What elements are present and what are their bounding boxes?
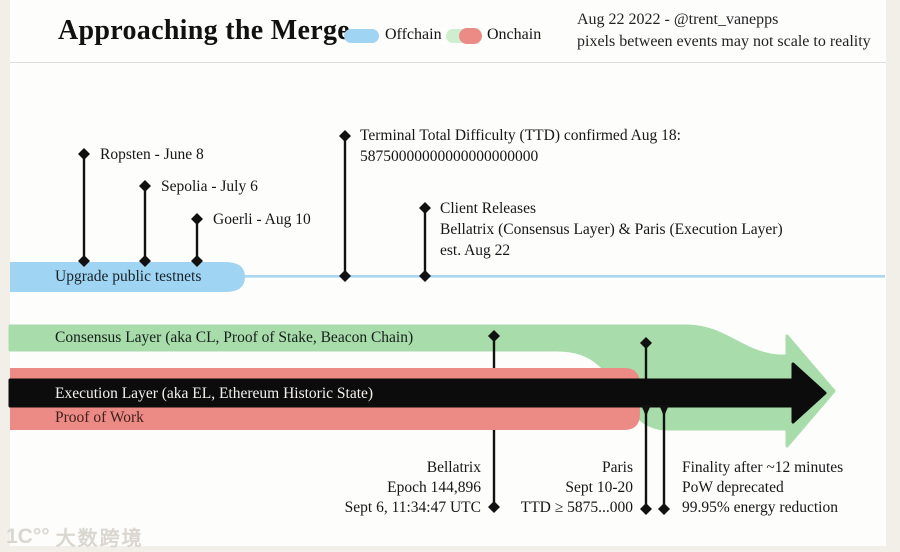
- event-sepolia: Sepolia - July 6: [161, 178, 258, 195]
- paris-ttd: TTD ≥ 5875...000: [520, 499, 633, 516]
- paris-date: Sept 10-20: [565, 479, 633, 496]
- event-ropsten: Ropsten - June 8: [100, 146, 204, 163]
- pow-band-label: Proof of Work: [55, 409, 144, 426]
- bottom-event-diamonds: [488, 330, 670, 515]
- watermark-logo-icon: 1C°°: [6, 524, 50, 548]
- page-title: Approaching the Merge: [58, 15, 350, 46]
- offchain-timeline-line: [243, 275, 885, 278]
- ttd-value: 58750000000000000000000: [360, 148, 539, 165]
- bellatrix-name: Bellatrix: [426, 459, 481, 476]
- event-finality: Finality after ~12 minutes PoW deprecate…: [682, 458, 843, 518]
- watermark-text: 大数跨境: [55, 528, 144, 550]
- event-client-releases: Client Releases Bellatrix (Consensus Lay…: [440, 198, 783, 261]
- event-ttd-confirmed: Terminal Total Difficulty (TTD) confirme…: [360, 125, 681, 167]
- offchain-legend-label: Offchain: [385, 26, 442, 43]
- finality-line3: 99.95% energy reduction: [682, 499, 838, 516]
- event-bellatrix: Bellatrix Epoch 144,896 Sept 6, 11:34:47…: [301, 458, 481, 518]
- onchain-legend-label: Onchain: [487, 26, 542, 43]
- stem-teardrops: [641, 405, 669, 417]
- ttd-line1: Terminal Total Difficulty (TTD) confirme…: [360, 127, 681, 144]
- bellatrix-time: Sept 6, 11:34:47 UTC: [344, 499, 481, 516]
- testnet-bar: [10, 262, 245, 292]
- execution-band-label: Execution Layer (aka EL, Ethereum Histor…: [55, 385, 374, 402]
- testnet-event-stems: [82, 139, 427, 276]
- testnet-bar-label: Upgrade public testnets: [55, 268, 202, 285]
- header-separator: [10, 62, 886, 63]
- bellatrix-epoch: Epoch 144,896: [387, 479, 481, 496]
- offchain-legend-swatch: [344, 29, 379, 43]
- consensus-band-label: Consensus Layer (aka CL, Proof of Stake,…: [55, 329, 414, 346]
- site-watermark: 1C°° 大数跨境: [6, 522, 144, 551]
- client-releases-line3: est. Aug 22: [440, 242, 511, 259]
- author-credit: Aug 22 2022 - @trent_vanepps: [577, 11, 779, 28]
- onchain-legend-swatch-red: [459, 28, 482, 44]
- finality-line2: PoW deprecated: [682, 479, 784, 496]
- testnet-event-diamonds: [78, 130, 431, 282]
- event-paris: Paris Sept 10-20 TTD ≥ 5875...000: [453, 458, 633, 518]
- consensus-layer-ribbon: [8, 324, 836, 448]
- event-goerli: Goerli - Aug 10: [213, 211, 311, 228]
- execution-layer-band: [8, 362, 827, 424]
- finality-line1: Finality after ~12 minutes: [682, 459, 844, 476]
- paris-name: Paris: [602, 459, 633, 476]
- client-releases-line1: Client Releases: [440, 200, 536, 217]
- scale-disclaimer: pixels between events may not scale to r…: [577, 33, 871, 50]
- client-releases-line2: Bellatrix (Consensus Layer) & Paris (Exe…: [440, 221, 783, 238]
